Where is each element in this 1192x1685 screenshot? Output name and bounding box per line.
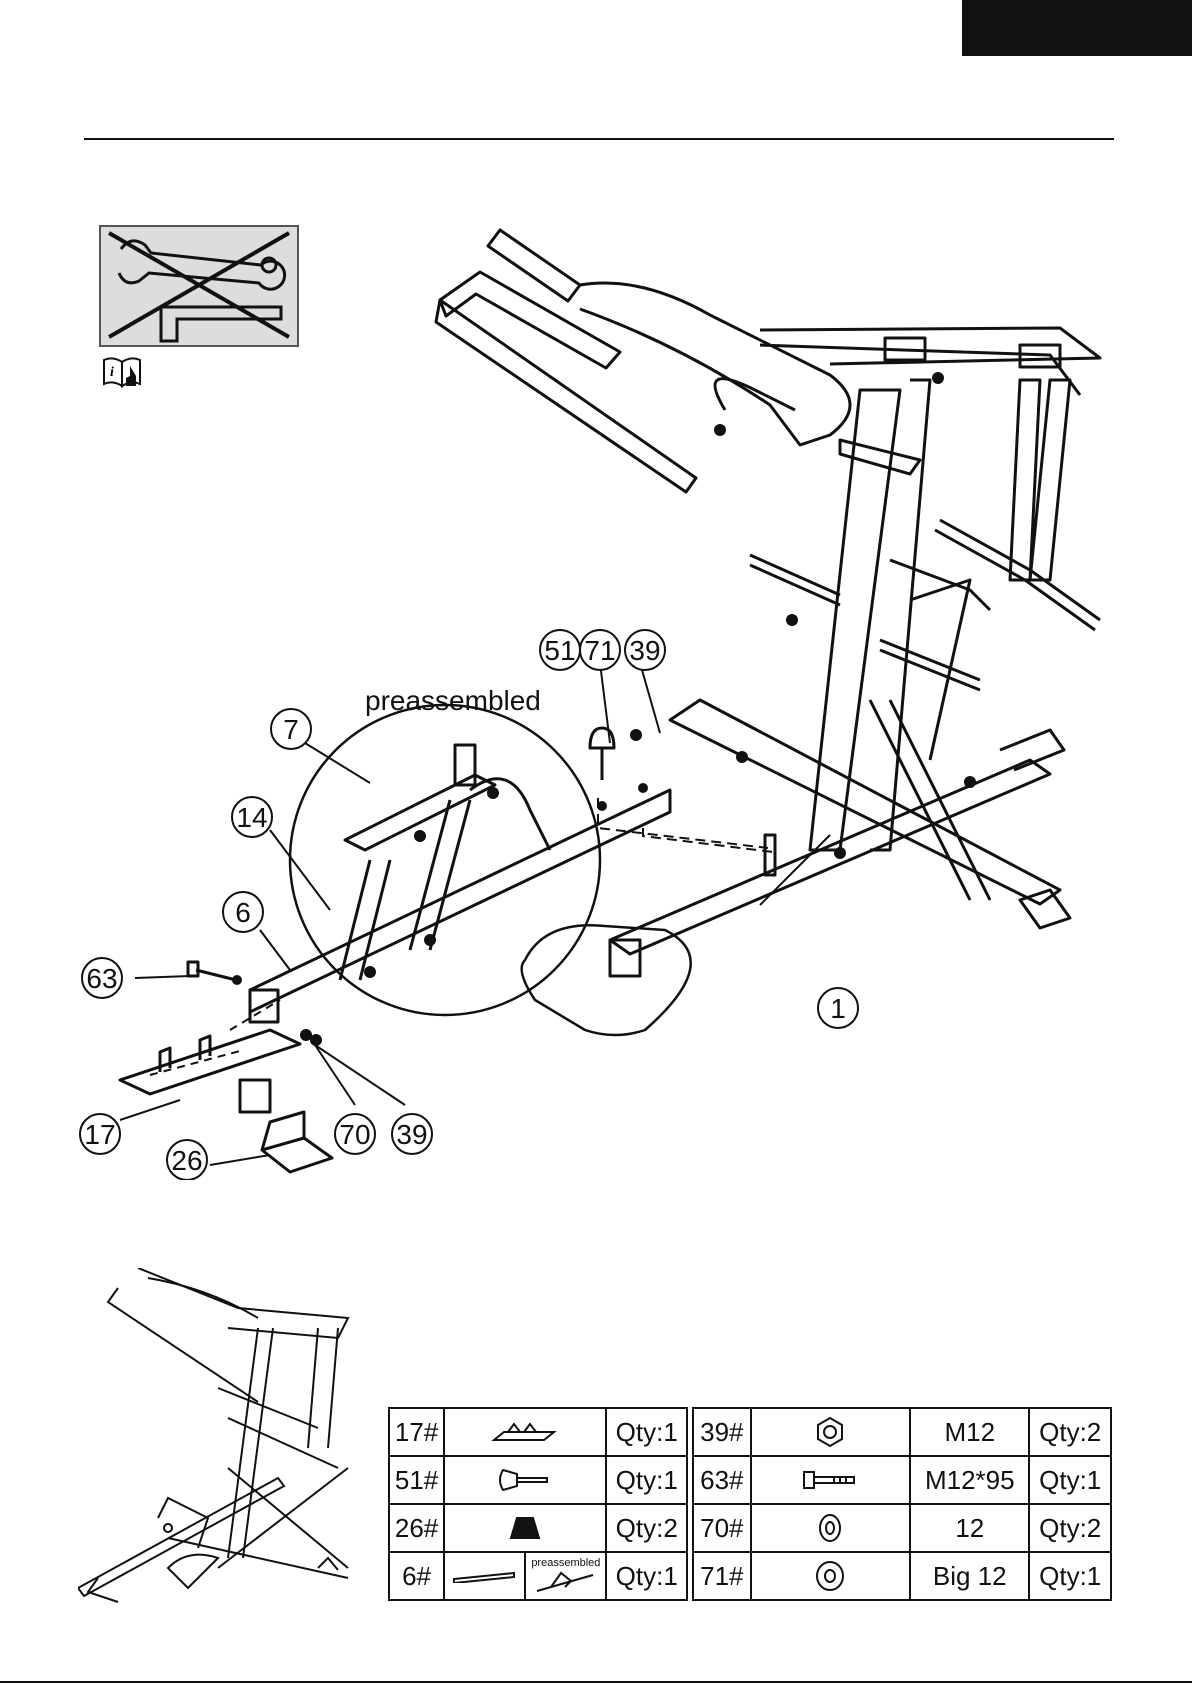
overview-thumbnail xyxy=(78,1268,368,1603)
part-id: 70# xyxy=(693,1504,751,1552)
table-row: 63# M12*95 Qty:1 xyxy=(693,1456,1111,1504)
preassembled-note: preassembled xyxy=(526,1558,605,1569)
svg-text:7: 7 xyxy=(283,714,299,745)
part-id: 26# xyxy=(389,1504,444,1552)
part-qty: Qty:1 xyxy=(606,1552,687,1600)
svg-text:51: 51 xyxy=(544,635,575,666)
callout-71: 71 xyxy=(580,630,620,670)
svg-text:71: 71 xyxy=(584,635,615,666)
table-row: 6# preassembled Qty:1 xyxy=(389,1552,687,1600)
page-tab-marker xyxy=(962,0,1192,56)
callout-70: 70 xyxy=(335,1114,375,1154)
table-row: 26# Qty:2 xyxy=(389,1504,687,1552)
callout-6: 6 xyxy=(223,892,263,932)
callout-1: 1 xyxy=(818,988,858,1028)
bolt-icon xyxy=(751,1456,910,1504)
svg-text:1: 1 xyxy=(830,993,846,1024)
table-row: 39# M12 Qty:2 xyxy=(693,1408,1111,1456)
big-washer-icon xyxy=(751,1552,910,1600)
part-id: 63# xyxy=(693,1456,751,1504)
callout-39-top: 39 xyxy=(625,630,665,670)
part-qty: Qty:1 xyxy=(1029,1552,1111,1600)
callout-26: 26 xyxy=(167,1140,207,1180)
part-id: 39# xyxy=(693,1408,751,1456)
header-rule xyxy=(84,138,1114,140)
svg-text:39: 39 xyxy=(396,1119,427,1150)
footer-rule xyxy=(0,1681,1192,1683)
callout-17: 17 xyxy=(80,1114,120,1154)
callout-7: 7 xyxy=(271,709,311,749)
part-qty: Qty:1 xyxy=(1029,1456,1111,1504)
assembly-drawing: preassembled 51 71 39 7 14 6 63 xyxy=(60,220,1130,1180)
svg-text:17: 17 xyxy=(84,1119,115,1150)
part-spec: M12*95 xyxy=(910,1456,1029,1504)
callout-63: 63 xyxy=(82,958,122,998)
preassembled-icon: preassembled xyxy=(525,1552,606,1600)
table-row: 71# Big 12 Qty:1 xyxy=(693,1552,1111,1600)
svg-text:6: 6 xyxy=(235,897,251,928)
svg-text:39: 39 xyxy=(629,635,660,666)
foot-cap-icon xyxy=(444,1504,606,1552)
svg-text:70: 70 xyxy=(339,1119,370,1150)
part-id: 17# xyxy=(389,1408,444,1456)
table-row: 17# Qty:1 xyxy=(389,1408,687,1456)
part-id: 71# xyxy=(693,1552,751,1600)
part-qty: Qty:1 xyxy=(606,1408,687,1456)
svg-text:63: 63 xyxy=(86,963,117,994)
washer-icon xyxy=(751,1504,910,1552)
part-qty: Qty:1 xyxy=(606,1456,687,1504)
table-row: 70# 12 Qty:2 xyxy=(693,1504,1111,1552)
preassembled-label: preassembled xyxy=(365,685,541,716)
part-spec: M12 xyxy=(910,1408,1029,1456)
parts-table-right: 39# M12 Qty:2 63# M12*95 Qty:1 70# 12 Qt… xyxy=(692,1407,1112,1601)
part-spec: Big 12 xyxy=(910,1552,1029,1600)
callout-51: 51 xyxy=(540,630,580,670)
cross-bar-icon xyxy=(444,1408,606,1456)
knob-pin-icon xyxy=(444,1456,606,1504)
tube-icon xyxy=(444,1552,525,1600)
nut-icon xyxy=(751,1408,910,1456)
part-qty: Qty:2 xyxy=(1029,1504,1111,1552)
part-spec: 12 xyxy=(910,1504,1029,1552)
svg-text:14: 14 xyxy=(236,802,267,833)
part-qty: Qty:2 xyxy=(1029,1408,1111,1456)
parts-table-left: 17# Qty:1 51# Qty:1 26# Qty:2 6# preasse… xyxy=(388,1407,688,1601)
table-row: 51# Qty:1 xyxy=(389,1456,687,1504)
svg-text:26: 26 xyxy=(171,1145,202,1176)
callout-39-bottom: 39 xyxy=(392,1114,432,1154)
part-qty: Qty:2 xyxy=(606,1504,687,1552)
part-id: 51# xyxy=(389,1456,444,1504)
callout-14: 14 xyxy=(232,797,272,837)
part-id: 6# xyxy=(389,1552,444,1600)
